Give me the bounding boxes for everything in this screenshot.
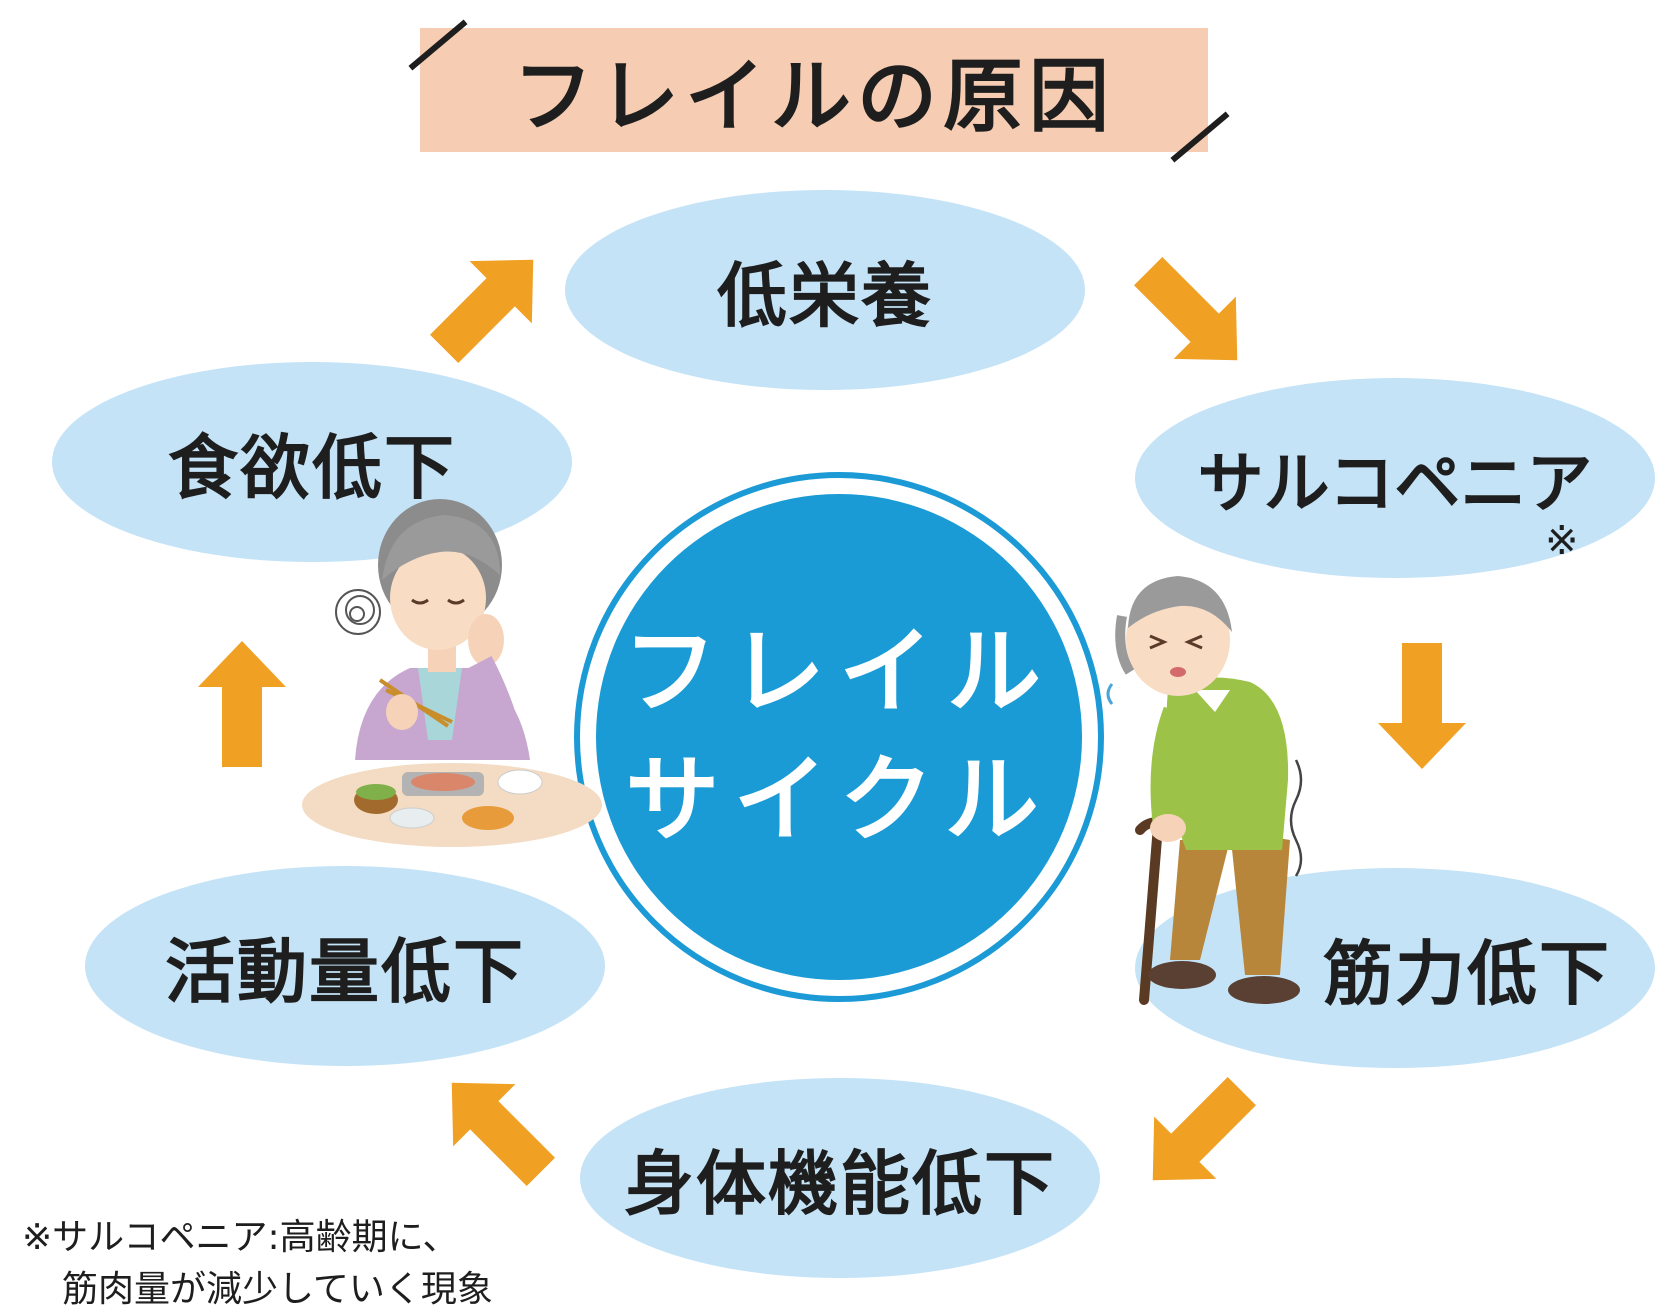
elderly-woman-eating-illustration [302,499,602,847]
center-title-line1: フレイル [622,618,1055,727]
footnote-line2: 筋肉量が減少していく現象 [62,1269,493,1310]
node-physical-decline: 身体機能低下 [580,1078,1100,1278]
node-label: 筋力低下 [1323,932,1611,1015]
node-muscle-weakness: 筋力低下 [1135,868,1655,1068]
page-title: フレイルの原因 [513,50,1115,143]
elderly-man-with-cane-illustration [1106,576,1303,1005]
node-sarcopenia: サルコペニア [1135,378,1655,578]
footnote: ※サルコペニア:高齢期に、 筋肉量が減少していく現象 [22,1212,493,1314]
center-title-line2: サイクル [625,746,1053,855]
footnote-line1: ※サルコペニア:高齢期に、 [22,1217,459,1258]
title-banner: フレイルの原因 [420,28,1208,152]
node-label: サルコペニア [1197,445,1593,522]
center-circle: フレイル サイクル [596,494,1082,980]
node-label: 食欲低下 [168,426,456,509]
node-label: 低栄養 [717,254,933,337]
footnote-mark: ※ [1545,518,1579,564]
node-low-nutrition: 低栄養 [565,190,1085,390]
node-activity-decline: 活動量低下 [85,866,605,1066]
node-label: 身体機能低下 [624,1142,1056,1225]
node-label: 活動量低下 [165,930,525,1013]
